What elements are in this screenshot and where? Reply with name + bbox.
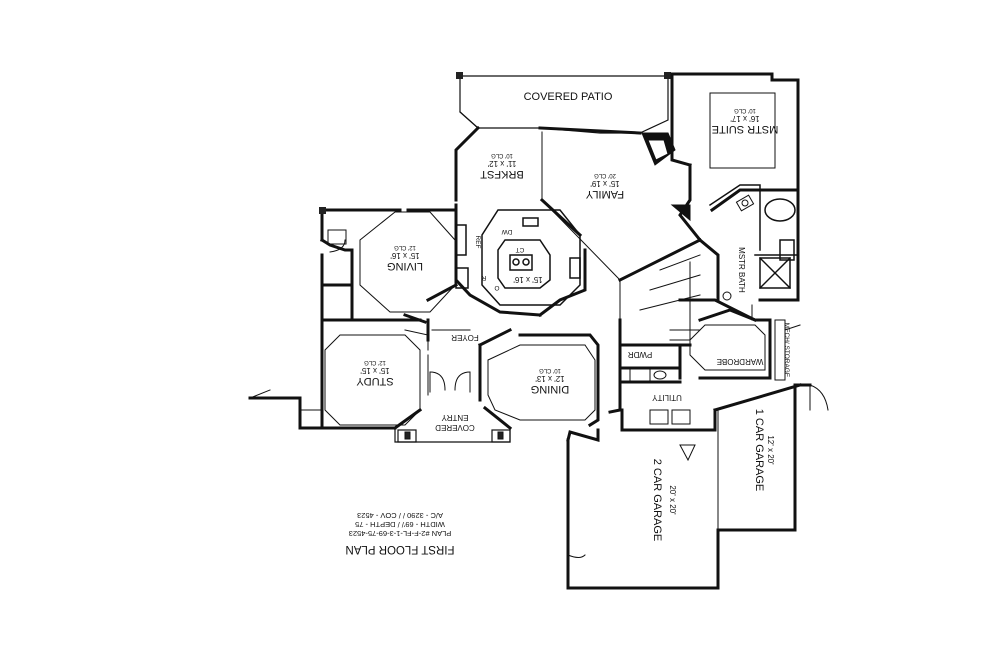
family-label: FAMILY	[585, 188, 624, 200]
plan-info-line-3: A/C - 3290 / / COV - 4523	[357, 511, 443, 520]
garage1-size: 12' x 20'	[766, 435, 775, 465]
plan-title: FIRST FLOOR PLAN	[345, 543, 454, 555]
mstr-suite-walls	[670, 72, 800, 302]
living-label: LIVING	[387, 260, 423, 272]
brkfst-label: BRKFST	[480, 168, 524, 180]
wardrobe-label: WARDROBE	[717, 357, 764, 366]
plan-info-line-1: PLAN #2-F-FL-1-3-69-75-4523	[349, 529, 452, 538]
brkfst-size: 11' x 12'	[487, 159, 516, 168]
utility-label: UTILITY	[651, 393, 681, 402]
mstr-suite-label: MSTR SUITE	[712, 123, 779, 135]
study-label: STUDY	[356, 375, 394, 387]
covered-patio-label: COVERED PATIO	[524, 91, 613, 103]
brkfst-clg: 10' CLG	[491, 152, 513, 158]
garage2-label: 2 CAR GARAGE	[651, 459, 663, 542]
family-size: 15' x 19'	[590, 179, 620, 188]
study-size: 15' x 15'	[360, 366, 390, 375]
foyer-label: FOYER	[451, 333, 479, 342]
family-clg: 20' CLG	[594, 172, 616, 178]
r-label: R	[481, 274, 486, 281]
covered-patio-outline	[459, 75, 669, 134]
dining-label: DINING	[531, 383, 570, 395]
garage2-size: 20' x 20'	[668, 485, 677, 515]
plan-info-line-2: WIDTH - 69'/ / DEPTH - 75	[355, 520, 445, 529]
ref-label: REF	[474, 236, 481, 249]
pwdr-label: PWDR	[628, 350, 653, 359]
mstr-bath-label: MSTR BATH	[737, 247, 746, 293]
living-size: 15' x 16'	[390, 251, 420, 260]
dining-clg: 10' CLG	[539, 367, 561, 373]
garage1-label: 1 CAR GARAGE	[753, 409, 765, 492]
living-clg: 12' CLG	[394, 244, 416, 250]
o-label: O	[494, 284, 499, 291]
walls	[248, 72, 829, 590]
dw-label: DW	[501, 228, 513, 235]
dining-size: 12' x 13'	[535, 374, 565, 383]
covered-entry-line1: COVERED	[435, 423, 475, 432]
mstr-suite-clg: 10' CLG	[734, 107, 756, 113]
study-clg: 12' CLG	[364, 359, 386, 365]
mech-storage-label: MECH/ STORAGE	[783, 323, 790, 378]
mstr-suite-size: 16' x 17'	[730, 114, 760, 123]
ct-label: CT	[516, 246, 525, 253]
covered-entry-line2: ENTRY	[441, 413, 469, 422]
kitchen-size: 15' x 16'	[513, 275, 543, 284]
